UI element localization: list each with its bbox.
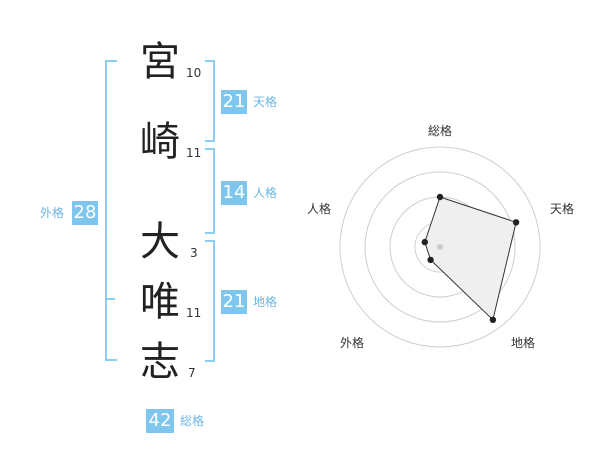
stroke-count-5: 7	[188, 366, 196, 380]
name-char-1: 宮	[140, 39, 180, 85]
jinkaku-label: 人格	[253, 186, 278, 200]
radar-point-2	[489, 316, 497, 323]
name-char-2: 崎	[140, 119, 180, 165]
name-char-3: 大	[140, 219, 180, 265]
chikaku-bracket	[205, 240, 215, 362]
tenkaku-bracket	[205, 60, 215, 142]
axis-label-tenkaku: 天格	[550, 201, 574, 216]
stroke-count-2: 11	[186, 146, 202, 160]
radar-center-dot	[437, 244, 443, 250]
stroke-count-1: 10	[186, 66, 202, 80]
radar-polygon	[424, 196, 517, 321]
jinkaku-value: 14	[221, 181, 247, 205]
axis-label-jinkaku: 人格	[307, 201, 331, 216]
axis-label-chikaku: 地格	[511, 335, 535, 350]
chikaku-label: 地格	[253, 295, 278, 309]
name-char-4: 唯	[140, 279, 180, 325]
axis-label-gaikaku: 外格	[340, 335, 364, 350]
outer-bracket-mid-tick	[105, 298, 115, 300]
radar-point-0	[436, 193, 444, 201]
axis-label-soukaku: 総格	[428, 123, 452, 138]
radar-point-3	[427, 256, 434, 264]
gaikaku-label: 外格	[40, 206, 65, 220]
jinkaku-bracket	[205, 148, 215, 234]
outer-bracket	[105, 60, 117, 361]
stroke-count-4: 11	[186, 306, 202, 320]
soukaku-value: 42	[146, 409, 174, 433]
radar-ring-4	[339, 146, 541, 348]
name-char-5: 志	[140, 339, 180, 385]
soukaku-label: 総格	[180, 414, 205, 428]
radar-point-4	[421, 238, 428, 246]
radar-ring-3	[364, 171, 516, 323]
stroke-count-3: 3	[190, 246, 198, 260]
tenkaku-value: 21	[221, 90, 247, 114]
radar-point-1	[512, 219, 520, 226]
tenkaku-label: 天格	[253, 95, 278, 109]
chikaku-value: 21	[221, 290, 247, 314]
gaikaku-value: 28	[72, 201, 98, 225]
